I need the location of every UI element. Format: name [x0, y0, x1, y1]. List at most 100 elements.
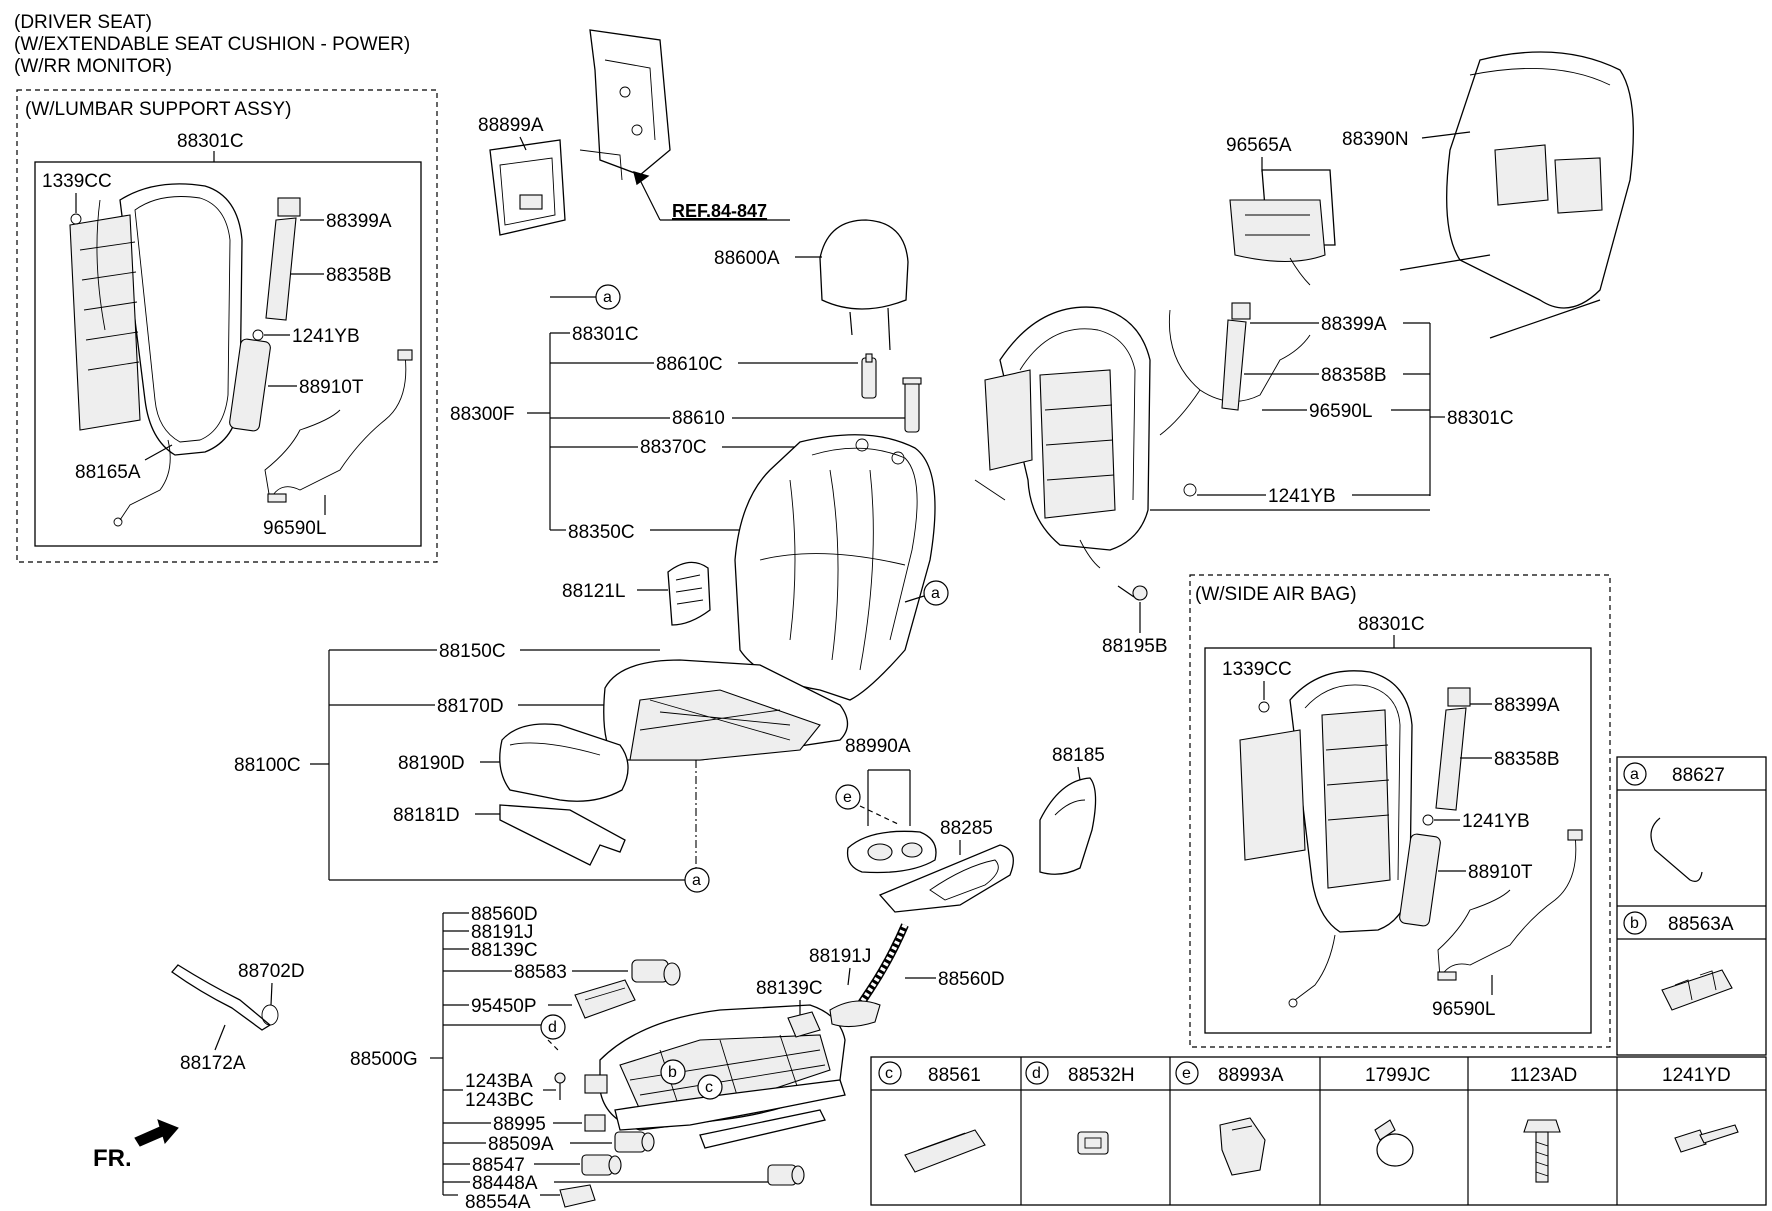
front-arrow-icon [134, 1119, 179, 1147]
label-88190D: 88190D [398, 753, 465, 774]
part-88139C [787, 1011, 821, 1038]
label-88191J-mid: 88191J [809, 946, 871, 967]
motor-88583 [631, 959, 681, 986]
airbag-inner-box [1204, 647, 1592, 1034]
clip-88561-icon [904, 1129, 986, 1173]
seat-back-cover [734, 434, 936, 701]
bottom-table-part-1123AD: 1123AD [1510, 1065, 1577, 1086]
label-lumbar-88358B: 88358B [326, 265, 392, 286]
bottom-table-part-88532H: 88532H [1068, 1065, 1135, 1086]
label-88172A: 88172A [180, 1053, 246, 1074]
bottom-table-cell-1241YD: 1241YD [1662, 1065, 1739, 1153]
label-lumbar-1241YB: 1241YB [292, 326, 360, 347]
label-88191J-top: 88191J [471, 922, 533, 943]
bottom-table-part-88993A: 88993A [1218, 1065, 1284, 1086]
label-airbag-88399A: 88399A [1494, 695, 1560, 716]
label-88300F: 88300F [450, 404, 514, 425]
svg-text:c: c [885, 1065, 893, 1082]
bottom-table-part-1241YD: 1241YD [1662, 1065, 1731, 1086]
motor-88547 [581, 1154, 622, 1176]
callout-a-cushion: a [684, 867, 710, 893]
label-88195B: 88195B [1102, 636, 1168, 657]
bottom-table-cell-1799JC: 1799JC [1365, 1065, 1431, 1167]
cover-88185 [1039, 777, 1097, 875]
svg-text:a: a [1630, 766, 1639, 783]
label-88301C-main: 88301C [572, 324, 639, 345]
side-table-row-b: b 88563A [1623, 911, 1734, 1011]
side-airbag-box [1189, 574, 1611, 1048]
label-airbag-1241YB: 1241YB [1462, 811, 1530, 832]
clip-88627-icon [1650, 817, 1703, 882]
airbag-harness [1437, 834, 1577, 980]
label-1243BA: 1243BA [465, 1071, 533, 1092]
label-frame-88301C: 88301C [1447, 408, 1514, 429]
label-lumbar-88399A: 88399A [326, 211, 392, 232]
label-88610: 88610 [672, 408, 725, 429]
cable-88560D [856, 923, 909, 1008]
label-88150C: 88150C [439, 641, 506, 662]
cable-tie-1799JC-icon [1374, 1119, 1414, 1167]
rear-monitor-96565A [1229, 169, 1336, 286]
side-parts-table [1616, 756, 1767, 1056]
label-96565A: 96565A [1226, 135, 1292, 156]
seat-bracket-88899A [489, 29, 671, 236]
callout-c: c [697, 1074, 723, 1100]
screw-1241YD-icon [1674, 1124, 1739, 1153]
label-88990A: 88990A [845, 736, 911, 757]
label-88500G: 88500G [350, 1049, 418, 1070]
side-cover-88285 [878, 844, 1014, 913]
bottom-table-part-1799JC: 1799JC [1365, 1065, 1431, 1086]
label-88600A: 88600A [714, 248, 780, 269]
ecu-95450P [574, 979, 636, 1019]
label-frame-88358B: 88358B [1321, 365, 1387, 386]
label-88702D: 88702D [238, 961, 305, 982]
lumbar-support-title: (W/LUMBAR SUPPORT ASSY) [25, 99, 291, 120]
bottom-table-part-88561: 88561 [928, 1065, 981, 1086]
connector-88532H-icon [1077, 1131, 1109, 1155]
trim-strip-88172A [171, 964, 279, 1031]
side-table-part-88627: 88627 [1672, 765, 1725, 786]
label-airbag-96590L: 96590L [1432, 999, 1495, 1020]
airbag-seatback-frame [1239, 670, 1441, 1008]
seat-switch [846, 830, 937, 874]
lumbar-support-box [16, 89, 438, 563]
cushion-extension-88190D [499, 723, 629, 802]
label-88181D: 88181D [393, 805, 460, 826]
label-88509A: 88509A [488, 1134, 554, 1155]
headrest-guides [861, 353, 922, 433]
clip-88563A-icon [1661, 969, 1733, 1011]
bottom-table-cell-d: d 88532H [1025, 1061, 1135, 1155]
callout-a-seatback: a [923, 580, 949, 606]
bracket-88995 [584, 1074, 608, 1132]
svg-text:d: d [1032, 1065, 1041, 1082]
label-frame-1241YB: 1241YB [1268, 486, 1336, 507]
header-line-1: (DRIVER SEAT) [14, 12, 152, 33]
bolt-1243BA [554, 1072, 566, 1100]
label-88610C: 88610C [656, 354, 723, 375]
lumbar-harness [264, 354, 407, 502]
label-airbag-88358B: 88358B [1494, 749, 1560, 770]
knob-88993A-icon [1219, 1117, 1266, 1176]
label-airbag-88910T: 88910T [1468, 862, 1533, 883]
label-88100C: 88100C [234, 755, 301, 776]
label-88285: 88285 [940, 818, 993, 839]
seat-track-assembly [599, 1004, 846, 1149]
seatback-frame-right [974, 306, 1151, 569]
bolt-88195B [1117, 585, 1148, 601]
cushion-cover-88181D [499, 804, 626, 866]
label-frame-88399A: 88399A [1321, 314, 1387, 335]
svg-text:a: a [603, 289, 612, 306]
label-1243BC: 1243BC [465, 1090, 534, 1111]
front-direction-label: FR. [93, 1145, 132, 1172]
bottom-table-cell-e: e 88993A [1175, 1061, 1284, 1176]
label-88899A: 88899A [478, 115, 544, 136]
side-table-part-88563A: 88563A [1668, 914, 1734, 935]
callout-d: d [540, 1014, 566, 1040]
label-88170D: 88170D [437, 696, 504, 717]
label-airbag-1339CC: 1339CC [1222, 659, 1292, 680]
label-88121L: 88121L [562, 581, 625, 602]
label-frame-96590L: 96590L [1309, 401, 1372, 422]
side-table-row-a: a 88627 [1623, 762, 1725, 882]
bolt-1123AD-icon [1523, 1119, 1561, 1183]
label-88448A: 88448A [472, 1173, 538, 1194]
